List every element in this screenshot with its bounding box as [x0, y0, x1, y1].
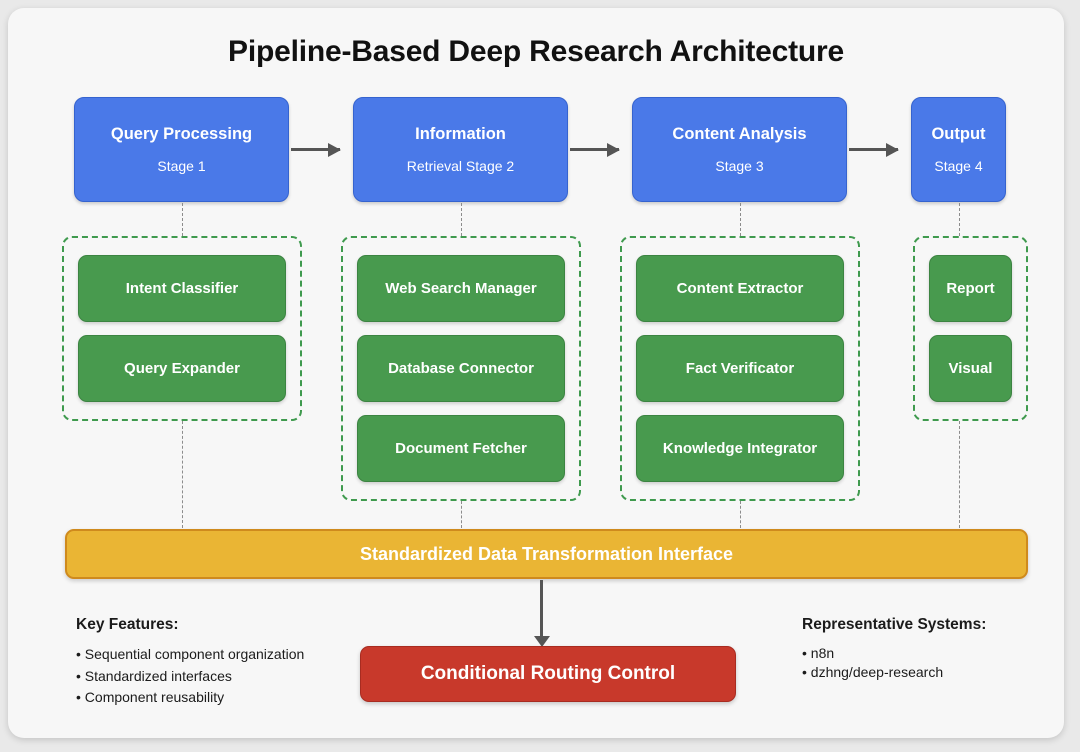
connector-stage1-to-group1	[182, 203, 183, 236]
standardized-interface-bar[interactable]: Standardized Data Transformation Interfa…	[65, 529, 1028, 579]
connector-group1-to-interface	[182, 421, 183, 528]
component-group-4	[913, 236, 1028, 421]
stage-title: Query Processing	[110, 125, 253, 144]
key-features-note: Key Features: • Sequential component org…	[76, 616, 356, 709]
page-title: Pipeline-Based Deep Research Architectur…	[228, 35, 844, 68]
component-box-intent-classifier[interactable]: Intent Classifier	[78, 255, 286, 322]
component-group-1	[62, 236, 302, 421]
key-features-item: • Standardized interfaces	[76, 667, 232, 684]
connector-group3-to-interface	[740, 501, 741, 528]
component-box-web-search-manager[interactable]: Web Search Manager	[357, 255, 565, 322]
representative-systems-note: Representative Systems: • n8n • dzhng/de…	[802, 616, 1052, 682]
stage-box-4[interactable]: Output Stage 4	[911, 97, 1006, 202]
conditional-routing-control-box[interactable]: Conditional Routing Control	[360, 646, 736, 702]
component-box-report[interactable]: Report	[929, 255, 1012, 322]
stage-box-1[interactable]: Query Processing Stage 1	[74, 97, 289, 202]
representative-systems-item: • dzhng/deep-research	[802, 663, 944, 680]
component-box-visual[interactable]: Visual	[929, 335, 1012, 402]
connector-stage4-to-group4	[959, 203, 960, 236]
stage-title: Information	[415, 125, 506, 144]
stage-subtitle: Stage 3	[715, 157, 764, 174]
stage-title: Output	[931, 125, 986, 144]
connector-stage3-to-group3	[740, 203, 741, 236]
component-box-database-connector[interactable]: Database Connector	[357, 335, 565, 402]
arrow-stage3-to-stage4	[849, 142, 899, 157]
component-box-fact-verificator[interactable]: Fact Verificator	[636, 335, 844, 402]
arrow-stage1-to-stage2	[291, 142, 341, 157]
representative-systems-heading: Representative Systems:	[802, 616, 987, 633]
stage-subtitle: Retrieval Stage 2	[406, 157, 515, 174]
component-box-content-extractor[interactable]: Content Extractor	[636, 255, 844, 322]
arrow-stage2-to-stage3	[570, 142, 620, 157]
representative-systems-item: • n8n	[802, 645, 835, 661]
stage-subtitle: Stage 1	[157, 157, 206, 174]
component-group-3	[620, 236, 860, 501]
stage-subtitle: Stage 4	[934, 157, 983, 174]
component-box-document-fetcher[interactable]: Document Fetcher	[357, 415, 565, 482]
key-features-heading: Key Features:	[76, 616, 179, 633]
component-group-2	[341, 236, 581, 501]
component-box-knowledge-integrator[interactable]: Knowledge Integrator	[636, 415, 844, 482]
key-features-item: • Component reusability	[76, 689, 225, 706]
key-features-item: • Sequential component organization	[76, 646, 305, 662]
stage-title: Content Analysis	[672, 125, 807, 144]
diagram-card: Pipeline-Based Deep Research Architectur…	[8, 8, 1064, 738]
component-box-query-expander[interactable]: Query Expander	[78, 335, 286, 402]
connector-group2-to-interface	[461, 501, 462, 528]
arrow-interface-to-control	[533, 580, 550, 647]
stage-box-3[interactable]: Content Analysis Stage 3	[632, 97, 847, 202]
connector-group4-to-interface	[959, 421, 960, 528]
connector-stage2-to-group2	[461, 203, 462, 236]
stage-box-2[interactable]: Information Retrieval Stage 2	[353, 97, 568, 202]
